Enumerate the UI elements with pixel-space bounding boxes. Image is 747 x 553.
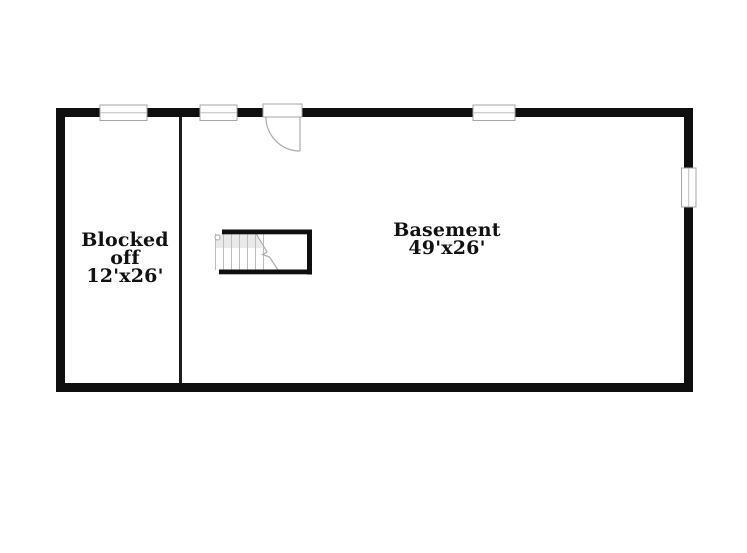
window-icon-top-3 (472, 104, 516, 121)
stair-wall-top (222, 229, 312, 235)
door-icon (262, 103, 303, 152)
wall-bottom (56, 383, 693, 392)
room-size: 49'x26' (408, 237, 486, 259)
room-name-line: off (110, 247, 140, 269)
staircase-icon (214, 229, 312, 275)
room-label-basement: Basement 49'x26' (347, 219, 547, 259)
wall-left (56, 108, 65, 392)
window-icon-top-2 (199, 104, 238, 121)
stair-wall-bottom (219, 269, 312, 275)
stair-wall-right (307, 229, 312, 275)
wall-divider (179, 117, 182, 383)
window-icon-right (681, 167, 697, 208)
wall-top (56, 108, 693, 117)
room-label-blocked-off: Blocked off 12'x26' (50, 229, 200, 287)
window-icon-top-1 (99, 104, 148, 121)
room-size: 12'x26' (86, 265, 164, 287)
room-name-line: Blocked (81, 229, 169, 251)
wall-right (684, 108, 693, 392)
room-name-line: Basement (393, 219, 501, 241)
